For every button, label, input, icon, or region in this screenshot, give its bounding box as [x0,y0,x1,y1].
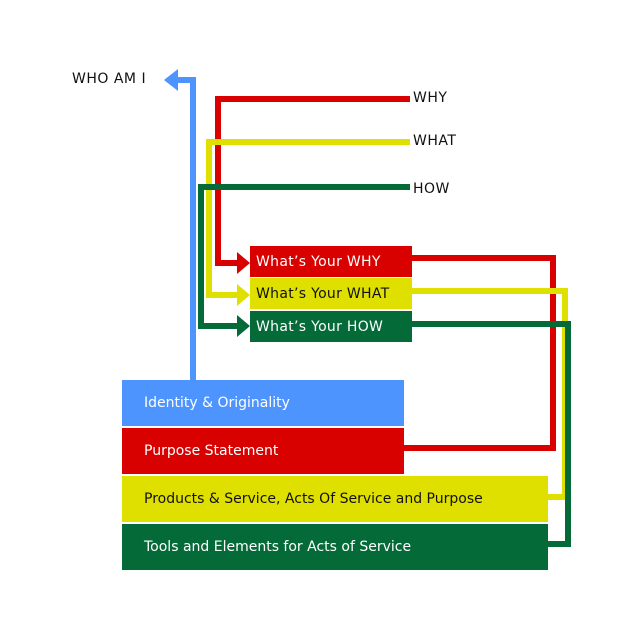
connector-blue [178,77,196,380]
box-identity-originality: Identity & Originality [122,380,404,426]
connector-red [215,96,556,451]
box-whats-your-how: What’s Your HOW [250,311,412,342]
arrowhead-who-am-i-icon [164,69,178,91]
label-who-am-i: WHO AM I [72,71,147,87]
connector-green [198,184,571,547]
label-what: WHAT [413,133,457,149]
label-how: HOW [413,181,450,197]
arrowhead-why-icon [237,252,250,274]
box-products-service: Products & Service, Acts Of Service and … [122,476,548,522]
box-purpose-statement: Purpose Statement [122,428,404,474]
box-whats-your-why: What’s Your WHY [250,246,412,277]
label-why: WHY [413,90,448,106]
arrowhead-what-icon [237,284,250,306]
box-tools-elements: Tools and Elements for Acts of Service [122,524,548,570]
box-whats-your-what: What’s Your WHAT [250,278,412,309]
arrowhead-how-icon [237,315,250,337]
